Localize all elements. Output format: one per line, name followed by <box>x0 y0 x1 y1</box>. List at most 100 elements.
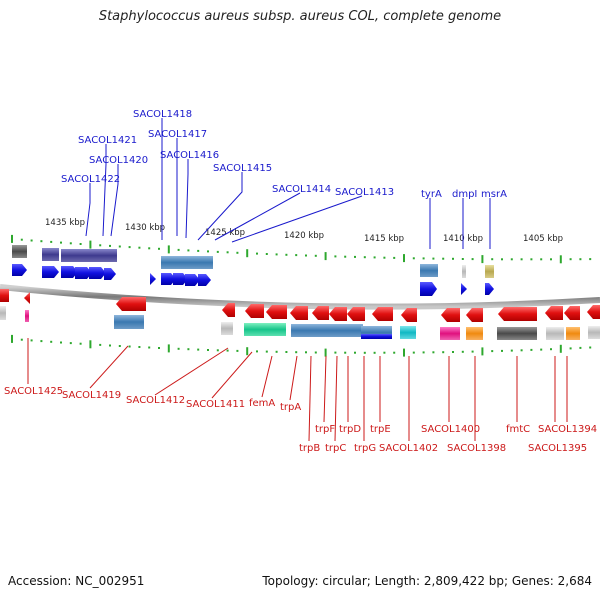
gene-label-sacol1413: SACOL1413 <box>335 187 394 198</box>
gene-arrow <box>401 308 417 322</box>
scale-dot <box>79 342 82 345</box>
gene-label-sacol1420: SACOL1420 <box>89 155 148 166</box>
gene-arrow <box>485 283 494 295</box>
scale-dot <box>422 257 425 260</box>
scale-dot <box>216 250 219 253</box>
gene-arrow <box>290 306 308 320</box>
gene-arrow <box>420 282 437 296</box>
scale-dot <box>236 349 239 352</box>
gene-label-trpe: trpE <box>370 424 391 435</box>
scale-dot <box>109 344 111 347</box>
cog-box <box>114 315 144 329</box>
gene-arrow <box>372 307 393 321</box>
scale-dot <box>305 254 307 257</box>
scale-dot <box>383 256 386 259</box>
scale-major-tick <box>11 334 13 343</box>
scale-dot <box>236 251 239 254</box>
tick-label-1405: 1405 kbp <box>523 234 563 244</box>
gene-arrow <box>266 305 287 319</box>
scale-major-tick <box>89 240 92 249</box>
scale-dot <box>354 351 356 354</box>
cog-box <box>485 265 494 278</box>
scale-dot <box>60 241 62 244</box>
scale-dot <box>50 240 53 243</box>
gene-arrow <box>222 303 235 317</box>
scale-dot <box>314 254 317 257</box>
scale-dot <box>275 253 278 256</box>
scale-dot <box>207 349 209 351</box>
scale-dot <box>275 350 278 353</box>
scale-major-tick <box>559 255 562 264</box>
scale-dot <box>20 238 23 241</box>
gene-label-trpc: trpC <box>325 443 346 454</box>
scale-dot <box>295 254 298 257</box>
scale-dot <box>569 258 572 261</box>
scale-dot <box>295 351 298 354</box>
scale-dot <box>383 351 386 354</box>
cog-box <box>497 327 537 340</box>
scale-dot <box>30 239 33 242</box>
scale-dot <box>216 349 219 352</box>
forward-gene-labels: SACOL1418 SACOL1417 SACOL1421 SACOL1416 … <box>61 109 507 200</box>
scale-dot <box>20 338 23 341</box>
gene-label-tyra: tyrA <box>421 189 442 200</box>
gene-arrow <box>564 306 580 320</box>
scale-dot <box>354 255 356 258</box>
scale-major-tick <box>246 347 249 356</box>
scale-dot <box>99 343 102 346</box>
tick-label-1425: 1425 kbp <box>205 228 245 238</box>
gene-label-sacol1411: SACOL1411 <box>186 399 245 410</box>
scale-dot <box>432 257 435 260</box>
scale-dot <box>148 346 151 349</box>
tick-label-1420: 1420 kbp <box>284 231 324 241</box>
scale-major-tick <box>481 255 484 264</box>
gene-arrow <box>24 292 30 304</box>
scale-dot <box>226 251 229 254</box>
gene-arrow <box>75 267 92 279</box>
gene-label-sacol1418: SACOL1418 <box>133 109 192 120</box>
scale-ring-inner <box>11 334 592 357</box>
gene-label-sacol1417: SACOL1417 <box>148 129 207 140</box>
scale-dot <box>128 345 131 348</box>
scale-major-tick <box>167 344 170 353</box>
gene-arrow <box>441 308 460 322</box>
forward-category-boxes <box>12 245 494 278</box>
gene-arrow <box>461 283 467 295</box>
scale-dot <box>520 258 523 261</box>
scale-major-tick <box>559 344 562 353</box>
gene-arrow <box>0 289 9 302</box>
gene-arrow <box>545 306 563 320</box>
gene-arrow <box>89 267 106 279</box>
scale-dot <box>442 257 445 260</box>
gene-label-fmtc: fmtC <box>506 424 530 435</box>
scale-dot <box>510 258 513 261</box>
scale-dot <box>461 258 464 260</box>
scale-dot <box>138 246 141 249</box>
scale-dot <box>412 351 415 354</box>
gene-label-sacol1402: SACOL1402 <box>379 443 438 454</box>
genome-backbone <box>0 284 600 310</box>
gene-arrow <box>61 266 78 278</box>
scale-dot <box>79 243 82 245</box>
cog-box <box>420 264 438 277</box>
cog-box <box>400 326 416 339</box>
genome-summary-text: Topology: circular; Length: 2,809,422 bp… <box>262 574 592 588</box>
scale-dot <box>452 351 454 353</box>
scale-dot <box>138 346 141 348</box>
scale-dot <box>569 347 572 350</box>
scale-dot <box>491 350 494 353</box>
cog-box <box>61 249 117 262</box>
scale-dot <box>187 348 190 351</box>
gene-label-trpb: trpB <box>299 443 320 454</box>
scale-dot <box>363 256 366 259</box>
gene-label-trpd: trpD <box>339 424 361 435</box>
scale-dot <box>373 351 376 354</box>
scale-dot <box>363 351 366 354</box>
scale-dot <box>422 351 425 354</box>
scale-dot <box>60 341 62 344</box>
gene-label-sacol1395: SACOL1395 <box>528 443 587 454</box>
gene-arrow <box>587 305 600 319</box>
scale-dot <box>442 351 445 354</box>
scale-dot <box>118 245 121 248</box>
